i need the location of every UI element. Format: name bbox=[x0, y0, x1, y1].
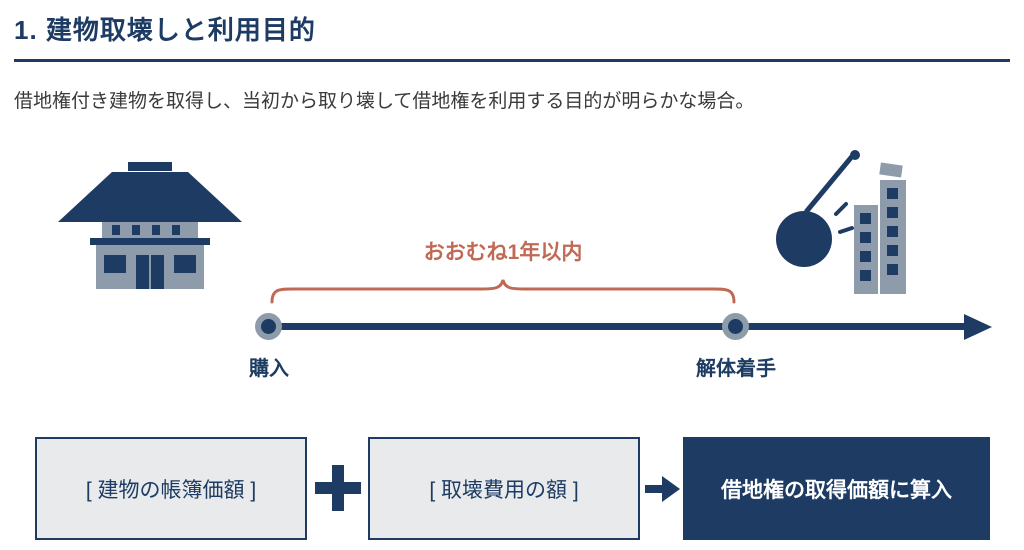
old-building-icon bbox=[58, 162, 242, 289]
operand-box-book-value: [ 建物の帳簿価額 ] bbox=[35, 437, 307, 540]
wrecking-ball-icon bbox=[776, 150, 906, 294]
title-underline bbox=[14, 59, 1010, 62]
duration-brace-icon bbox=[270, 279, 736, 304]
timeline-label-demolition: 解体着手 bbox=[696, 358, 776, 380]
timeline-dot-purchase bbox=[255, 313, 282, 340]
arrow-right-icon bbox=[645, 476, 680, 502]
duration-label: おおむね1年以内 bbox=[423, 241, 583, 264]
timeline-label-purchase: 購入 bbox=[249, 358, 289, 380]
operand-box-demolition-cost: [ 取壊費用の額 ] bbox=[368, 437, 640, 540]
result-box: 借地権の取得価額に算入 bbox=[683, 437, 990, 540]
page-subtitle: 借地権付き建物を取得し、当初から取り壊して借地権を利用する目的が明らかな場合。 bbox=[14, 91, 755, 112]
timeline-line bbox=[263, 323, 969, 330]
plus-icon bbox=[315, 465, 361, 511]
timeline-arrowhead-icon bbox=[964, 314, 992, 340]
page-title: 1. 建物取壊しと利用目的 bbox=[14, 15, 316, 45]
timeline-dot-demolition bbox=[722, 313, 749, 340]
